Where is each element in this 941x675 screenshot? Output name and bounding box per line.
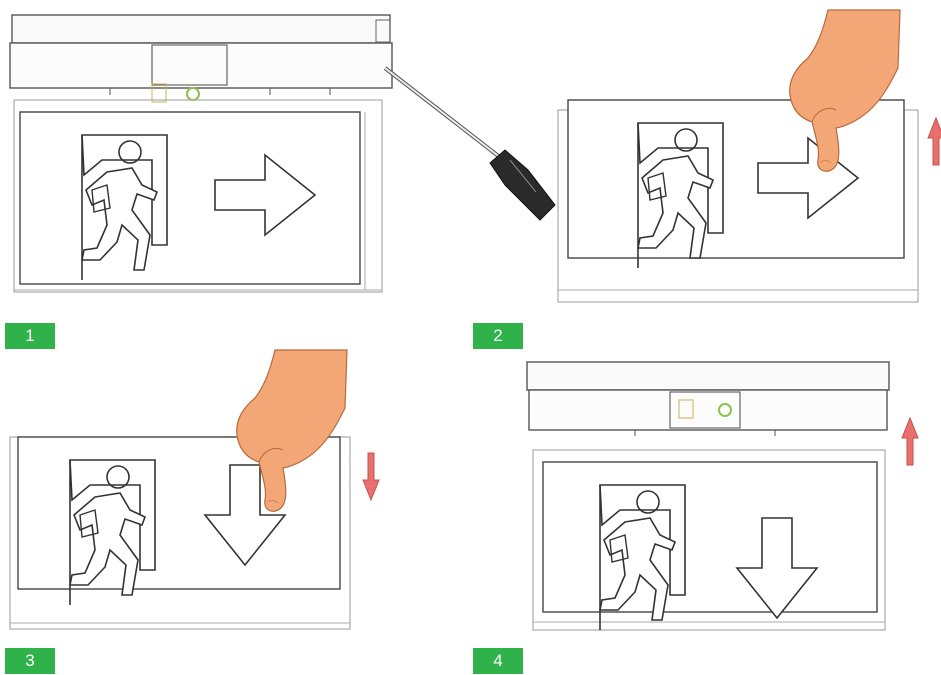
housing-body — [10, 43, 392, 88]
step-4-illustration — [515, 350, 935, 645]
motion-arrow-up-icon — [928, 118, 941, 165]
step-2-illustration — [540, 0, 941, 320]
step-2-badge: 2 — [473, 323, 523, 349]
housing-top — [527, 362, 889, 390]
step-4-drawing — [515, 350, 935, 645]
motion-arrow-up-icon — [902, 418, 918, 465]
step-1-illustration — [0, 0, 560, 320]
indicator-led-icon — [719, 404, 731, 416]
motion-arrow-down-icon — [363, 453, 379, 500]
sign-panel — [543, 462, 877, 612]
indicator-led-icon — [187, 88, 199, 100]
step-3-illustration — [0, 345, 470, 645]
step-3-drawing — [0, 345, 470, 645]
step-4-badge: 4 — [473, 648, 523, 674]
step-3-badge: 3 — [5, 648, 55, 674]
step-1-drawing — [0, 0, 560, 320]
screwdriver-icon — [385, 68, 555, 220]
housing-top — [12, 15, 390, 43]
housing-body — [529, 390, 887, 430]
step-2-drawing — [540, 0, 941, 320]
